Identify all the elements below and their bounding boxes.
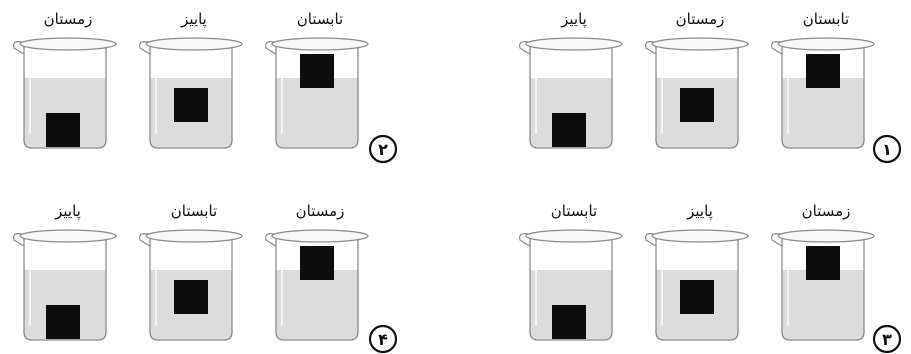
beaker-spout (139, 233, 151, 247)
block-top (300, 54, 334, 88)
block-middle (680, 280, 714, 314)
liquid (276, 270, 358, 340)
beaker-wall (23, 47, 107, 149)
beaker-label: زمستان (802, 202, 851, 220)
beaker: پاییز (139, 10, 243, 149)
beaker-rim (651, 37, 749, 51)
block-bottom (46, 113, 80, 147)
block-top (806, 54, 840, 88)
beaker-rim (145, 37, 243, 51)
beaker-spout (13, 233, 25, 247)
beaker-rim (525, 229, 623, 243)
beaker-rim (525, 37, 623, 51)
beaker-wall (275, 239, 359, 341)
panel-number-circle (872, 134, 902, 164)
beaker-wall (529, 47, 613, 149)
beaker-label: پاییز (560, 10, 587, 29)
beaker: تابستان (139, 202, 243, 341)
beaker: پاییز (645, 202, 749, 341)
beaker-spout (13, 41, 25, 55)
beaker-wall (275, 47, 359, 149)
beaker-label: پاییز (54, 202, 81, 221)
beaker-rim (19, 37, 117, 51)
beaker-label: پاییز (180, 10, 207, 29)
block-middle (680, 88, 714, 122)
liquid (276, 78, 358, 148)
block-middle (174, 280, 208, 314)
beaker-wall (23, 239, 107, 341)
beaker-rim (145, 229, 243, 243)
block-middle (174, 88, 208, 122)
beaker: تابستان (771, 10, 875, 149)
beaker-label: زمستان (296, 202, 345, 220)
beaker: پاییز (519, 10, 623, 149)
block-bottom (552, 305, 586, 339)
beaker-rim (777, 37, 875, 51)
beaker-label: تابستان (297, 10, 343, 28)
beaker-spout (645, 41, 657, 55)
beaker-spout (771, 233, 783, 247)
beaker-wall (655, 239, 739, 341)
block-top (300, 246, 334, 280)
beaker: تابستان (519, 202, 623, 341)
beaker-spout (519, 233, 531, 247)
beaker-label: تابستان (551, 202, 597, 220)
beaker-spout (265, 41, 277, 55)
beaker-rim (271, 37, 369, 51)
beaker-rim (651, 229, 749, 243)
panel-3: زمستان پاییز تابستان ۳ (519, 202, 902, 354)
block-bottom (46, 305, 80, 339)
panel-number-circle (368, 134, 398, 164)
beaker-wall (655, 47, 739, 149)
panel-number: ۳ (882, 330, 892, 349)
panel-number-circle (368, 324, 398, 354)
liquid (782, 78, 864, 148)
panel-4: زمستان تابستان پاییز ۴ (13, 202, 398, 354)
liquid (782, 270, 864, 340)
beaker-label: زمستان (676, 10, 725, 28)
beaker-spout (771, 41, 783, 55)
beaker-label: تابستان (171, 202, 217, 220)
beaker-spout (265, 233, 277, 247)
beaker-label: زمستان (44, 10, 93, 28)
beaker: زمستان (13, 10, 117, 149)
panel-number: ۲ (378, 140, 388, 159)
panel-number: ۱ (882, 140, 892, 159)
beaker-wall (149, 239, 233, 341)
beaker-rim (777, 229, 875, 243)
beaker: پاییز (13, 202, 117, 341)
beaker-label: تابستان (803, 10, 849, 28)
beaker-label: پاییز (686, 202, 713, 221)
panel-number: ۴ (378, 330, 388, 349)
beaker: زمستان (265, 202, 369, 341)
beaker: زمستان (771, 202, 875, 341)
panel-2: تابستان پاییز زمستان ۲ (13, 10, 398, 164)
block-top (806, 246, 840, 280)
beaker-rim (19, 229, 117, 243)
beaker: زمستان (645, 10, 749, 149)
beaker-spout (645, 233, 657, 247)
block-bottom (552, 113, 586, 147)
beaker-wall (529, 239, 613, 341)
beaker-spout (519, 41, 531, 55)
beaker: تابستان (265, 10, 369, 149)
beaker-wall (781, 239, 865, 341)
panel-number-circle (872, 324, 902, 354)
beaker-wall (781, 47, 865, 149)
panel-1: تابستان زمستان پاییز ۱ (519, 10, 902, 164)
beaker-rim (271, 229, 369, 243)
beaker-wall (149, 47, 233, 149)
beaker-spout (139, 41, 151, 55)
